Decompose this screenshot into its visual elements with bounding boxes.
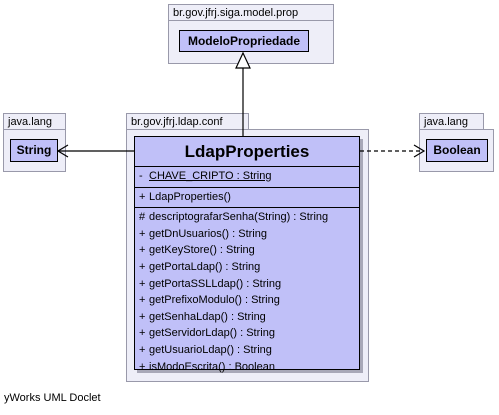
visibility-marker: # (139, 211, 146, 224)
method-row-text: getSenhaLdap() : String (149, 310, 266, 323)
footer-caption: yWorks UML Doclet (4, 392, 101, 404)
method-row[interactable]: +getKeyStore() : String (135, 242, 359, 259)
method-row[interactable]: +getSenhaLdap() : String (135, 309, 359, 326)
methods-section: #descriptografarSenha(String) : String+g… (135, 208, 359, 377)
package-tab-java-lang-right: java.lang (419, 113, 484, 130)
generalization-arrowhead (235, 51, 251, 69)
package-java-lang-left: String (3, 129, 66, 172)
visibility-marker: + (139, 360, 146, 373)
class-name: LdapProperties (135, 137, 359, 167)
method-row[interactable]: +getPrefixoModulo() : String (135, 292, 359, 309)
class-ldap-properties[interactable]: LdapProperties -CHAVE_CRIPTO : String +L… (134, 136, 360, 373)
method-row-text: descriptografarSenha(String) : String (149, 211, 329, 224)
method-row-text: getPrefixoModulo() : String (149, 294, 280, 307)
class-string[interactable]: String (10, 139, 58, 162)
package-model-prop: ModeloPropriedade (168, 20, 334, 64)
visibility-marker: + (139, 310, 146, 323)
visibility-marker: + (139, 260, 146, 273)
dependency-arrowhead-boolean (413, 144, 426, 158)
visibility-marker: + (139, 327, 146, 340)
method-row[interactable]: +getDnUsuarios() : String (135, 226, 359, 243)
method-row-text: getDnUsuarios() : String (149, 227, 267, 240)
visibility-marker: + (139, 190, 146, 203)
visibility-marker: + (139, 244, 146, 257)
package-java-lang-right: Boolean (419, 129, 494, 172)
class-modelo-propriedade[interactable]: ModeloPropriedade (179, 30, 309, 52)
field-row[interactable]: -CHAVE_CRIPTO : String (135, 168, 359, 185)
method-row-text: getPortaLdap() : String (149, 260, 261, 273)
visibility-marker: + (139, 343, 146, 356)
method-row-text: getPortaSSLLdap() : String (149, 277, 282, 290)
visibility-marker: - (139, 170, 143, 182)
class-boolean[interactable]: Boolean (426, 139, 488, 162)
package-tab-java-lang-left: java.lang (3, 113, 66, 130)
method-row-text: getServidorLdap() : String (149, 327, 275, 340)
method-row[interactable]: #descriptografarSenha(String) : String (135, 209, 359, 226)
method-row[interactable]: +getPortaSSLLdap() : String (135, 276, 359, 293)
association-arrowhead-string (56, 144, 69, 158)
visibility-marker: + (139, 227, 146, 240)
method-row-text: isModoEscrita() : Boolean (149, 360, 275, 373)
method-row[interactable]: +getUsuarioLdap() : String (135, 342, 359, 359)
visibility-marker: + (139, 294, 146, 307)
package-tab-model-prop: br.gov.jfrj.siga.model.prop (168, 4, 334, 21)
method-row[interactable]: +isModoEscrita() : Boolean (135, 359, 359, 376)
method-row[interactable]: +getPortaLdap() : String (135, 259, 359, 276)
method-row[interactable]: +getServidorLdap() : String (135, 325, 359, 342)
constructors-section: +LdapProperties() (135, 188, 359, 209)
constructor-row-text: LdapProperties() (149, 190, 231, 203)
method-row-text: getKeyStore() : String (149, 244, 255, 257)
constructor-row[interactable]: +LdapProperties() (135, 189, 359, 206)
method-row-text: getUsuarioLdap() : String (149, 343, 272, 356)
field-row-text: CHAVE_CRIPTO : String (149, 170, 272, 182)
package-tab-ldap-conf: br.gov.jfrj.ldap.conf (126, 113, 249, 130)
visibility-marker: + (139, 277, 146, 290)
fields-section: -CHAVE_CRIPTO : String (135, 167, 359, 188)
